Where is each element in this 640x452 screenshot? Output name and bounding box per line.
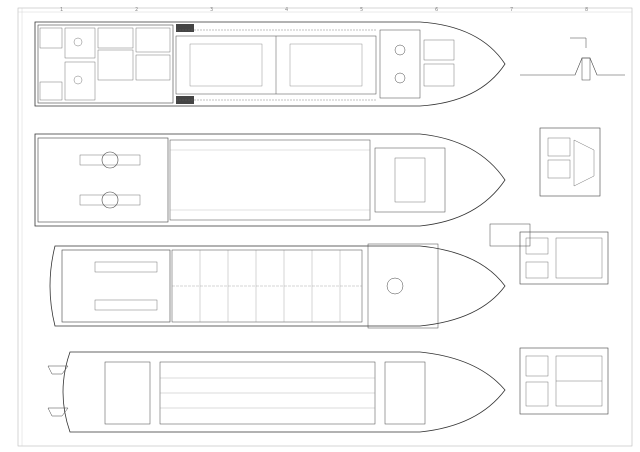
deck-3-windlass: [386, 277, 404, 295]
column-tick-5: 5: [360, 7, 363, 13]
column-tick-3: 3: [210, 7, 213, 13]
profile-sketch-top: [520, 37, 625, 81]
deck-2-engine-2: [101, 191, 119, 209]
deck-plan-4: [47, 351, 506, 433]
deck-2-engine-room: [37, 137, 169, 223]
deck-1-fixture-1: [73, 37, 83, 47]
profile-top-line: [520, 57, 625, 76]
deck-plan-3: [49, 243, 506, 329]
deck-2-hull-outline: [34, 133, 506, 227]
deck-4-forward-block: [384, 361, 426, 425]
deck-1-winch-2: [394, 72, 406, 84]
deck-1-room-e: [97, 49, 134, 81]
detail-lower-room-2: [525, 381, 549, 407]
deck-1-room-h: [64, 61, 96, 101]
deck-4-aft-fin-top: [47, 365, 69, 375]
column-ticks: 1 2 3 4 5 6 7 8: [60, 7, 588, 13]
detail-lower-frame: [519, 347, 609, 415]
deck-plan-1: [34, 21, 506, 107]
deck-1-hatch-2: [289, 43, 363, 87]
detail-upper-stair: [573, 139, 595, 187]
deck-1-dark-block-1: [176, 24, 194, 32]
deck-3-engine-bed-2: [94, 299, 158, 311]
column-tick-4: 4: [285, 7, 288, 13]
detail-mid-room-3: [555, 237, 603, 279]
deck-1-room-b: [39, 81, 63, 101]
profile-top-mast: [570, 37, 587, 48]
column-tick-7: 7: [510, 7, 513, 13]
column-tick-1: 1: [60, 7, 63, 13]
deck-1-room-f: [135, 27, 171, 53]
deck-2-engine-1: [101, 151, 119, 169]
deck-4-aft-fin-bottom: [47, 407, 69, 417]
detail-mid-room-1: [525, 237, 549, 255]
detail-plan-upper: [539, 127, 601, 197]
detail-upper-room-2: [547, 159, 571, 179]
deck-2-hold: [169, 139, 371, 221]
column-tick-8: 8: [585, 7, 588, 13]
deck-2-forward-block: [374, 147, 446, 213]
column-tick-2: 2: [135, 7, 138, 13]
detail-mid-frame: [519, 231, 609, 285]
deck-plan-2: [34, 133, 506, 227]
deck-2-engine-bed-1: [79, 154, 141, 166]
detail-mid-small: [489, 223, 531, 247]
deck-1-room-c: [64, 27, 96, 59]
deck-1-hatch-1: [189, 43, 263, 87]
deck-1-room-a: [39, 27, 63, 49]
deck-3-hull-outline: [49, 245, 506, 327]
deck-4-aft-block: [104, 361, 151, 425]
deck-2-engine-bed-2: [79, 194, 141, 206]
detail-plan-lower: [519, 347, 609, 415]
deck-1-forward-room: [423, 39, 455, 61]
detail-upper-room-1: [547, 137, 571, 157]
deck-1-forward-block: [379, 29, 421, 99]
detail-lower-room-1: [525, 355, 549, 377]
deck-1-forward-room-2: [423, 63, 455, 87]
sheet-border: [17, 7, 633, 447]
deck-3-forward-block: [367, 243, 439, 329]
deck-1-winch-1: [394, 44, 406, 56]
deck-1-room-d: [97, 27, 134, 49]
deck-3-engine-bed-1: [94, 261, 158, 273]
deck-3-engine-room: [61, 249, 171, 323]
deck-1-fixture-2: [73, 75, 83, 85]
deck-2-forward-equip: [394, 157, 426, 203]
deck-1-hull-outline: [34, 21, 506, 107]
deck-1-accommodation: [37, 24, 174, 104]
detail-upper-frame: [539, 127, 601, 197]
profile-top-box: [581, 57, 591, 81]
column-tick-6: 6: [435, 7, 438, 13]
deck-4-hull-outline: [62, 351, 506, 433]
deck-1-room-g: [135, 54, 171, 81]
detail-plan-middle: [489, 223, 609, 285]
detail-mid-room-2: [525, 261, 549, 279]
